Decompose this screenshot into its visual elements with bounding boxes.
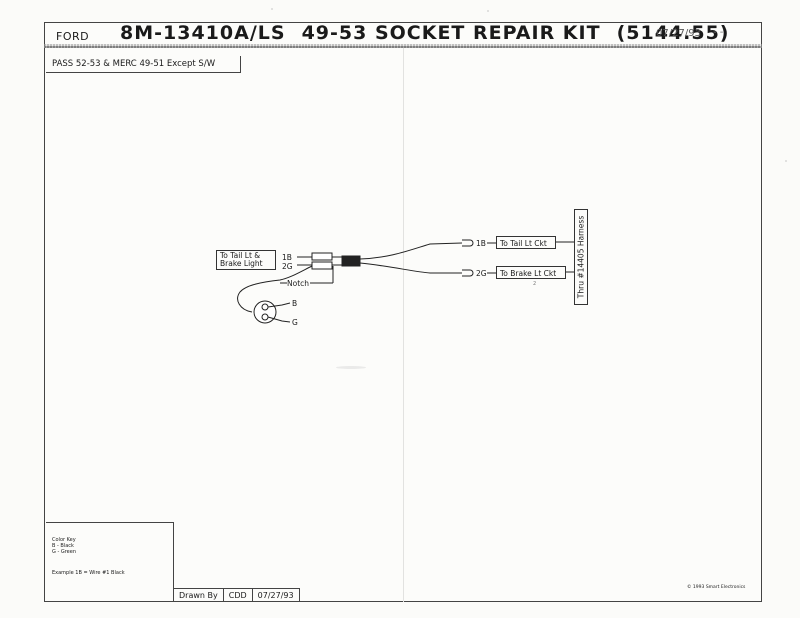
kit-price: (5144.55) <box>616 22 730 44</box>
harness-label-text: Thru #14405 Harness <box>576 215 586 299</box>
connector-1b <box>462 239 474 247</box>
part-number: 8M-13410A/LS <box>120 22 286 44</box>
drawn-by-label: Drawn By <box>174 589 224 602</box>
scan-speck <box>785 160 787 162</box>
small-note-mark: 2 <box>533 281 537 287</box>
scan-speck <box>487 10 489 12</box>
color-key: Color Key B - Black G - Green Example 1B… <box>46 522 174 602</box>
sheet-fold-line <box>403 48 404 602</box>
color-key-example: Example 1B = Wire #1 Black <box>52 570 125 576</box>
terminal-2g <box>311 261 333 270</box>
tail-light-circuit-label: To Tail Lt Ckt <box>496 236 556 249</box>
drawn-by-initials: CDD <box>224 589 253 602</box>
splice-connector <box>341 255 361 267</box>
color-key-title: Color Key <box>52 537 76 543</box>
socket-pin-g-leader <box>267 316 291 323</box>
socket-pin-g-label: G <box>292 318 298 327</box>
copyright-notice: © 1993 Smart Electronics <box>687 585 746 590</box>
title-bar-rule <box>44 44 762 48</box>
drawn-date: 07/27/93 <box>253 589 300 602</box>
harness-label: Thru #14405 Harness <box>574 209 588 305</box>
color-key-green: G - Green <box>52 549 76 555</box>
left-wire-1b-label: 1B <box>282 253 292 262</box>
left-wire-2g-label: 2G <box>282 262 293 271</box>
wire-2g-right <box>359 262 462 274</box>
left-destination-line-2: Brake Light <box>220 259 263 268</box>
pigtail-wire <box>237 265 313 313</box>
connector-2g <box>462 269 474 277</box>
socket-pin-b-label: B <box>292 299 298 308</box>
application-note: PASS 52-53 & MERC 49-51 Except S/W <box>46 56 241 73</box>
drawn-by-block: Drawn By CDD 07/27/93 <box>174 588 300 602</box>
right-wire-2g-label: 2G <box>476 269 487 278</box>
left-destination-line-1: To Tail Lt & <box>220 251 261 260</box>
terminal-1b <box>311 252 333 261</box>
notch-label: Notch <box>287 279 310 288</box>
kit-description: 49-53 SOCKET REPAIR KIT <box>301 22 601 44</box>
socket-pin-b <box>261 303 269 311</box>
socket-pin-g <box>261 313 269 321</box>
scan-speck <box>271 8 273 10</box>
page-title: 8M-13410A/LS 49-53 SOCKET REPAIR KIT (5144… <box>120 22 745 44</box>
wire-1b-right <box>359 242 463 260</box>
left-destination-label: To Tail Lt & Brake Light <box>216 250 276 270</box>
header-dashes: - - <box>713 27 724 38</box>
brake-light-circuit-label: To Brake Lt Ckt <box>496 266 566 279</box>
header-date: 07/27/93 <box>656 28 701 39</box>
color-key-black: B - Black <box>52 543 74 549</box>
scan-speck <box>336 366 366 369</box>
socket-pin-b-leader <box>267 302 291 308</box>
vehicle-make: FORD <box>56 30 90 43</box>
right-wire-1b-label: 1B <box>476 239 486 248</box>
